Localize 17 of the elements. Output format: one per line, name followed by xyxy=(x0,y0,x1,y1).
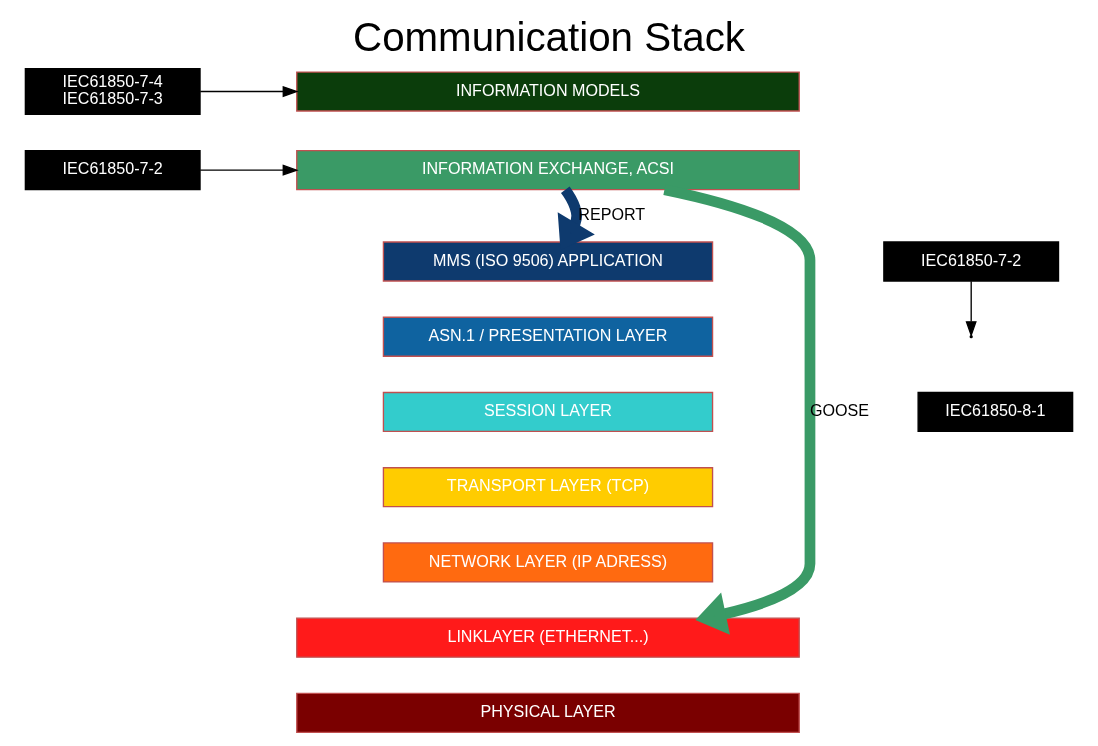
node-box: IEC61850-7-4 IEC61850-7-3 xyxy=(24,68,201,116)
node-box: INFORMATION EXCHANGE, ACSI xyxy=(296,150,800,191)
node-box: LINKLAYER (ETHERNET...) xyxy=(296,617,800,658)
node-box: TRANSPORT LAYER (TCP) xyxy=(382,467,714,508)
node-box: MMS (ISO 9506) APPLICATION xyxy=(382,241,714,282)
node-box: IEC61850-8-1 xyxy=(917,391,1074,433)
node-box: IEC61850-7-2 xyxy=(883,241,1060,282)
diagram-title: Communication Stack xyxy=(353,15,745,61)
node-box: IEC61850-7-2 xyxy=(24,150,201,191)
arrow xyxy=(199,164,299,176)
node-box: PHYSICAL LAYER xyxy=(296,692,800,734)
node-box: SESSION LAYER xyxy=(382,391,714,433)
node-box: ASN.1 / PRESENTATION LAYER xyxy=(382,316,714,357)
arrow xyxy=(965,280,977,338)
arrow xyxy=(199,85,299,98)
node-box: NETWORK LAYER (IP ADRESS) xyxy=(382,542,714,583)
node-box: INFORMATION MODELS xyxy=(296,71,800,112)
